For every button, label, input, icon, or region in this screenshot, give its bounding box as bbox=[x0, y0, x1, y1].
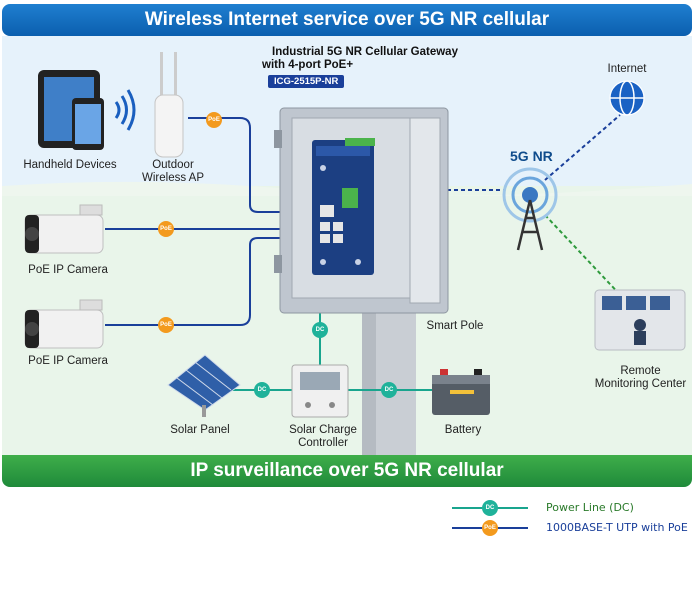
handheld-devices bbox=[38, 70, 104, 150]
legend-power-label: Power Line (DC) bbox=[546, 501, 634, 514]
label-smart-pole: Smart Pole bbox=[426, 320, 484, 332]
label-internet: Internet bbox=[607, 63, 647, 75]
dc-badge-solar: DC bbox=[254, 382, 270, 398]
label-solar-panel: Solar Panel bbox=[170, 424, 230, 436]
utp-line-ap bbox=[188, 117, 320, 213]
label-5g-nr: 5G NR bbox=[510, 148, 553, 164]
bottom-banner: IP surveillance over 5G NR cellular bbox=[2, 455, 692, 487]
gateway-device bbox=[312, 138, 375, 275]
ip-camera-2 bbox=[24, 299, 104, 349]
legend-utp-label: 1000BASE-T UTP with PoE bbox=[546, 521, 688, 534]
battery bbox=[432, 369, 490, 415]
legend-poe-badge: PoE bbox=[482, 520, 498, 536]
charge-controller bbox=[291, 364, 349, 418]
poe-badge-ap: PoE bbox=[206, 112, 222, 128]
remote-monitoring-center bbox=[594, 289, 686, 351]
cell-tower-icon bbox=[502, 167, 558, 251]
zone-divider bbox=[2, 181, 692, 196]
solar-panel bbox=[167, 354, 241, 417]
poe-badge-camera2: PoE bbox=[158, 317, 174, 333]
gateway-title: Industrial 5G NR Cellular Gateway with 4… bbox=[262, 46, 458, 71]
dc-badge-battery: DC bbox=[381, 382, 397, 398]
label-charge-controller: Solar Charge Controller bbox=[289, 424, 357, 449]
label-remote-center: Remote Monitoring Center bbox=[594, 365, 687, 390]
poe-badge-camera1: PoE bbox=[158, 221, 174, 237]
label-camera-1: PoE IP Camera bbox=[28, 264, 108, 276]
link-tower-internet bbox=[544, 114, 621, 181]
dc-badge-gateway: DC bbox=[312, 322, 328, 338]
link-tower-remote bbox=[544, 214, 626, 301]
legend-dc-badge: DC bbox=[482, 500, 498, 516]
top-banner: Wireless Internet service over 5G NR cel… bbox=[2, 4, 692, 36]
label-handheld: Handheld Devices bbox=[23, 159, 117, 171]
label-outdoor-ap: Outdoor Wireless AP bbox=[142, 159, 204, 184]
gateway-model-badge: ICG-2515P-NR bbox=[268, 75, 345, 88]
label-battery: Battery bbox=[444, 424, 482, 436]
label-camera-2: PoE IP Camera bbox=[28, 355, 108, 367]
internet-globe-icon bbox=[609, 80, 645, 116]
ip-camera-1 bbox=[24, 204, 104, 254]
outdoor-ap bbox=[154, 52, 184, 158]
utp-line-camera2 bbox=[105, 237, 320, 326]
wifi-waves bbox=[114, 89, 136, 131]
